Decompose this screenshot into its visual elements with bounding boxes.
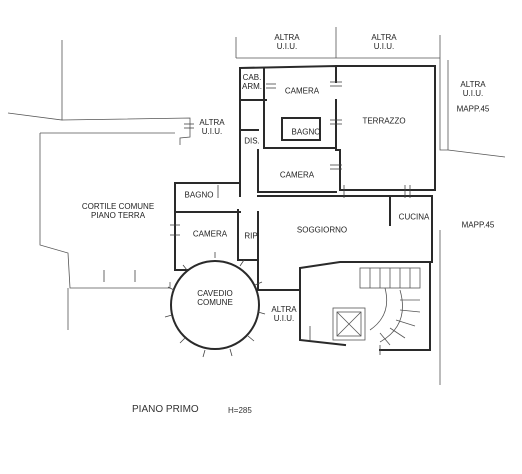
opening-marks [103,81,411,355]
boundary-lines [235,27,506,385]
label-soggiorno: SOGGIORNO [296,225,348,235]
label-bagno-small: BAGNO [291,127,321,137]
label-camera-left: CAMERA [192,229,228,239]
label-dis: DIS. [244,136,260,146]
label-camera-mid: CAMERA [279,170,315,180]
label-cab-arm: CAB.ARM. [242,73,262,91]
label-mapp-right: MAPP.45 [461,220,495,230]
cavedio-circle [164,252,266,358]
courtyard-outline [7,40,191,330]
plan-height: H=285 [228,406,252,415]
label-camera-top: CAMERA [284,86,320,96]
label-terrazzo: TERRAZZO [362,116,406,126]
label-mapp-right-top: MAPP.45 [456,104,490,114]
label-rip: RIP [244,231,258,241]
plan-title: PIANO PRIMO [132,404,199,415]
label-bagno-left: BAGNO [184,190,214,200]
staircase [359,267,421,346]
lift-shaft [332,307,366,341]
apartment-walls [174,64,436,351]
label-cucina: CUCINA [398,212,430,222]
